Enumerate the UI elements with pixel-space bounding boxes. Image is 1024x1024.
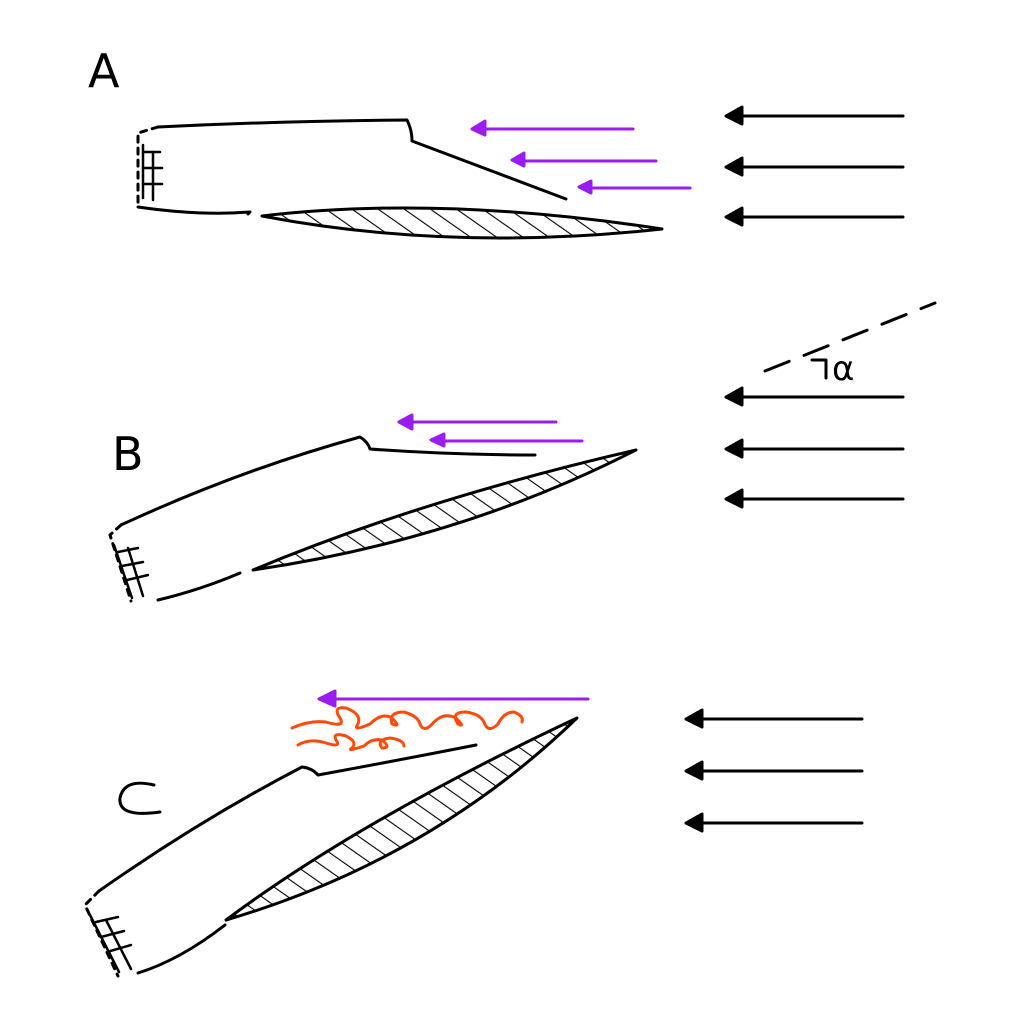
panel-a: A — [88, 44, 905, 240]
intake-left-edge-a — [136, 125, 160, 209]
left-arrow-icon — [317, 689, 337, 708]
intake-body-a — [156, 118, 568, 201]
left-arrow-icon — [397, 413, 414, 431]
freestream-arrows-a — [724, 105, 905, 227]
intake-body-b — [119, 435, 537, 527]
left-arrow-icon — [724, 438, 744, 459]
swirl-icon — [296, 733, 406, 752]
left-arrow-icon — [684, 708, 704, 729]
panel-label-c — [118, 781, 162, 815]
reference-dashed-line-b — [763, 301, 937, 373]
panel-label-a: A — [88, 44, 120, 98]
engine-face-c — [88, 913, 133, 974]
intake-body-c — [97, 743, 478, 893]
left-arrow-icon — [684, 812, 704, 833]
turbulence-c — [290, 706, 524, 752]
panel-label-b: B — [112, 427, 144, 481]
left-arrow-icon — [724, 206, 744, 227]
left-arrow-icon — [470, 119, 487, 137]
freestream-arrows-c — [684, 708, 864, 833]
intake-left-edge-b — [108, 523, 133, 603]
angle-label-b: α — [832, 349, 854, 389]
swirl-icon — [290, 706, 524, 730]
left-arrow-icon — [429, 432, 446, 448]
engine-face-b — [112, 543, 150, 600]
panel-c — [83, 689, 864, 978]
left-arrow-icon — [684, 760, 704, 781]
left-arrow-icon — [724, 488, 744, 509]
left-arrow-icon — [724, 156, 744, 177]
hatched-ramp-a — [260, 206, 664, 240]
engine-face-a — [141, 143, 164, 202]
angle-tick-b — [810, 358, 828, 380]
panel-b: B α — [108, 301, 937, 603]
freestream-arrows-b — [724, 386, 905, 509]
left-arrow-icon — [577, 179, 593, 195]
left-arrow-icon — [724, 105, 744, 126]
hatched-ramp-c — [224, 716, 579, 922]
inlet-flow-arrows-c — [317, 689, 590, 708]
intake-lower-edge-b — [156, 571, 242, 602]
inlet-flow-arrows-a — [470, 119, 692, 195]
left-arrow-icon — [510, 151, 526, 168]
inlet-flow-arrows-b — [397, 413, 584, 448]
intake-lower-edge-a — [136, 205, 252, 216]
left-arrow-icon — [724, 386, 744, 407]
intake-lower-edge-c — [136, 923, 227, 975]
hatched-ramp-b — [251, 448, 638, 572]
